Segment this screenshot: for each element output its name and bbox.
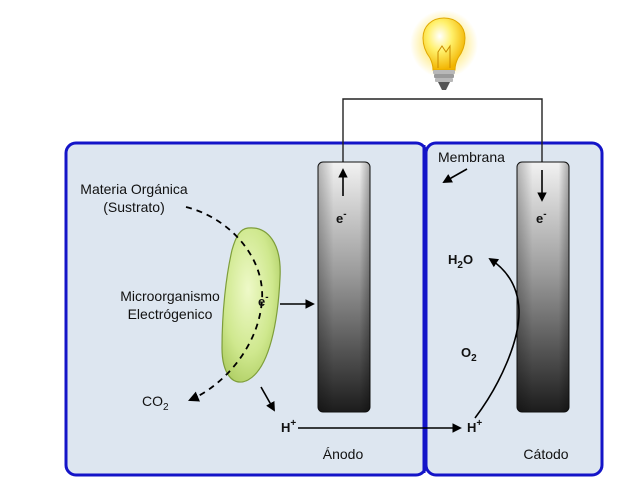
membrane-label: Membrana	[438, 149, 505, 165]
water-o: O	[463, 252, 473, 267]
anode-electrode	[317, 161, 371, 413]
cathode-electron-sup: -	[543, 209, 546, 220]
oxygen-subscript: 2	[471, 353, 477, 364]
oxygen-base: O	[461, 345, 471, 360]
substrate-label: (Sustrato)	[103, 199, 164, 215]
water-label: H2O	[448, 252, 473, 271]
anode-electron-sup: -	[343, 209, 346, 220]
anode-electron-label: e-	[336, 209, 347, 226]
co2-base: CO	[142, 393, 163, 409]
water-subscript: 2	[457, 260, 463, 271]
proton-right-sup: +	[476, 418, 482, 429]
water-formation-arrow	[474, 257, 520, 419]
cathode-chamber	[424, 141, 604, 477]
anode-electron-base: e	[336, 211, 343, 226]
membrane-pointer-arrow	[442, 168, 468, 183]
electrogenic-label: Electrógenico	[128, 306, 213, 322]
cathode-electron-label: e-	[536, 209, 547, 226]
organic-matter-label: Materia Orgánica	[80, 181, 188, 197]
proton-left-label: H+	[281, 418, 296, 435]
proton-left-base: H	[281, 420, 290, 435]
proton-left-sup: +	[290, 418, 296, 429]
microbe-electron-label: e-	[258, 292, 269, 309]
proton-right-base: H	[467, 420, 476, 435]
microorganism-label: Microorganismo	[120, 288, 220, 304]
microbe-electron-base: e	[258, 294, 265, 309]
proton-release-arrow	[260, 386, 275, 412]
cathode-electron-base: e	[536, 211, 543, 226]
co2-label: CO2	[142, 393, 169, 413]
oxygen-label: O2	[461, 345, 477, 364]
light-bulb-icon	[410, 10, 478, 90]
substrate-to-co2-path	[185, 206, 263, 402]
water-h: H	[448, 252, 457, 267]
anode-label: Ánodo	[323, 446, 364, 462]
microbe-electron-sup: -	[265, 292, 268, 303]
co2-subscript: 2	[163, 402, 169, 413]
proton-right-label: H+	[467, 418, 482, 435]
microorganism-cell	[221, 227, 281, 383]
cathode-label: Cátodo	[523, 446, 568, 462]
cathode-electrode	[516, 161, 570, 413]
external-circuit-wire	[342, 98, 543, 164]
